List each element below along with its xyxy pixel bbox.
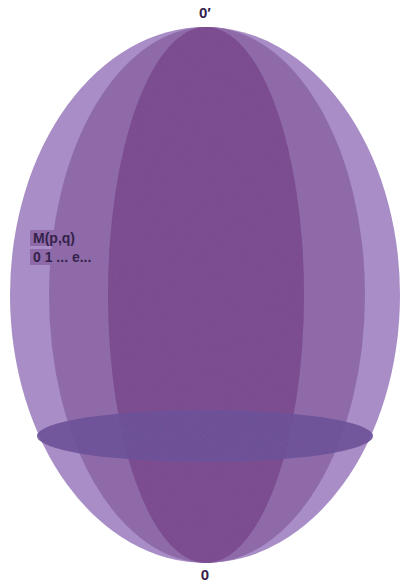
sequence-label: 0 1 ... e... xyxy=(30,249,94,265)
inner-ellipse-texture xyxy=(108,27,304,563)
middle-ellipse xyxy=(49,27,365,563)
outer-ellipse xyxy=(10,27,400,563)
pole-label: 0 xyxy=(201,566,209,583)
horizontal-ellipse xyxy=(37,410,373,462)
horizontal-ellipse-texture xyxy=(37,410,373,462)
inner-ellipse xyxy=(108,27,304,563)
manifold-label: M(p,q) xyxy=(30,230,78,246)
pole-label: 0′ xyxy=(199,4,211,21)
